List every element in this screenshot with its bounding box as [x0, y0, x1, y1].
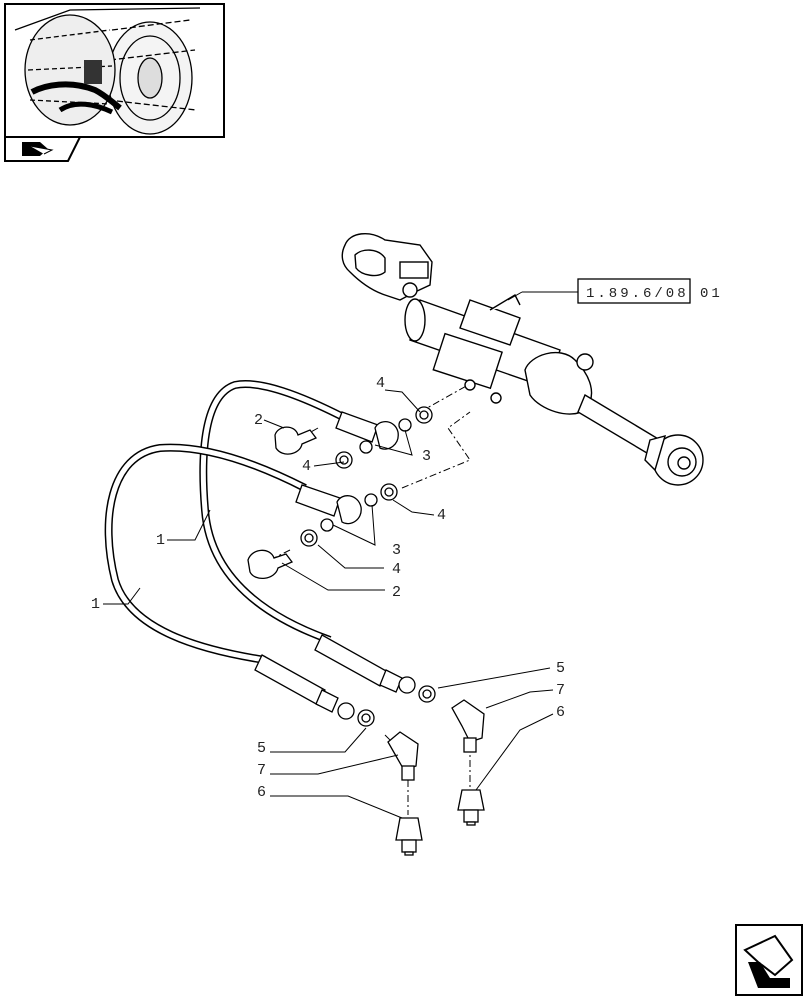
seal-ring-left [357, 709, 375, 727]
reference-code: 1.89.6/08 01 [586, 286, 723, 302]
hydraulic-cylinder-assembly [341, 233, 704, 486]
callout-1b: 1 [91, 596, 100, 613]
elbow-adapter-right [451, 699, 485, 753]
upper-fitting-set [274, 406, 433, 469]
elbow-adapter-left [387, 731, 419, 781]
callout-6a: 6 [556, 704, 565, 721]
quick-coupler-left [395, 817, 423, 856]
quick-coupler-right [457, 789, 485, 826]
callout-5a: 5 [556, 660, 565, 677]
callout-7b: 7 [257, 762, 266, 779]
callout-1a: 1 [156, 532, 165, 549]
callout-leaders [103, 389, 554, 819]
callout-6b: 6 [257, 784, 266, 801]
callout-numbers: 4 2 3 4 4 1 3 4 2 1 5 7 6 5 7 6 [91, 375, 565, 801]
callout-4c: 4 [437, 507, 446, 524]
reference-label[interactable]: 1.89.6/08 01 [507, 278, 723, 304]
lower-fitting-set [247, 483, 398, 579]
callout-2b: 2 [392, 584, 401, 601]
callout-3a: 3 [422, 448, 431, 465]
hose-lower [104, 443, 355, 720]
section-arrow-icon[interactable] [4, 136, 82, 162]
callout-5b: 5 [257, 740, 266, 757]
callout-2a: 2 [254, 412, 263, 429]
callout-4a: 4 [376, 375, 385, 392]
tractor-thumbnail-icon[interactable] [4, 3, 225, 138]
callout-3b: 3 [392, 542, 401, 559]
callout-7a: 7 [556, 682, 565, 699]
callout-4b: 4 [302, 458, 311, 475]
assembly-lines [269, 384, 471, 815]
seal-ring-right [418, 685, 436, 703]
callout-4d: 4 [392, 561, 401, 578]
next-page-arrow-icon[interactable] [735, 924, 803, 996]
